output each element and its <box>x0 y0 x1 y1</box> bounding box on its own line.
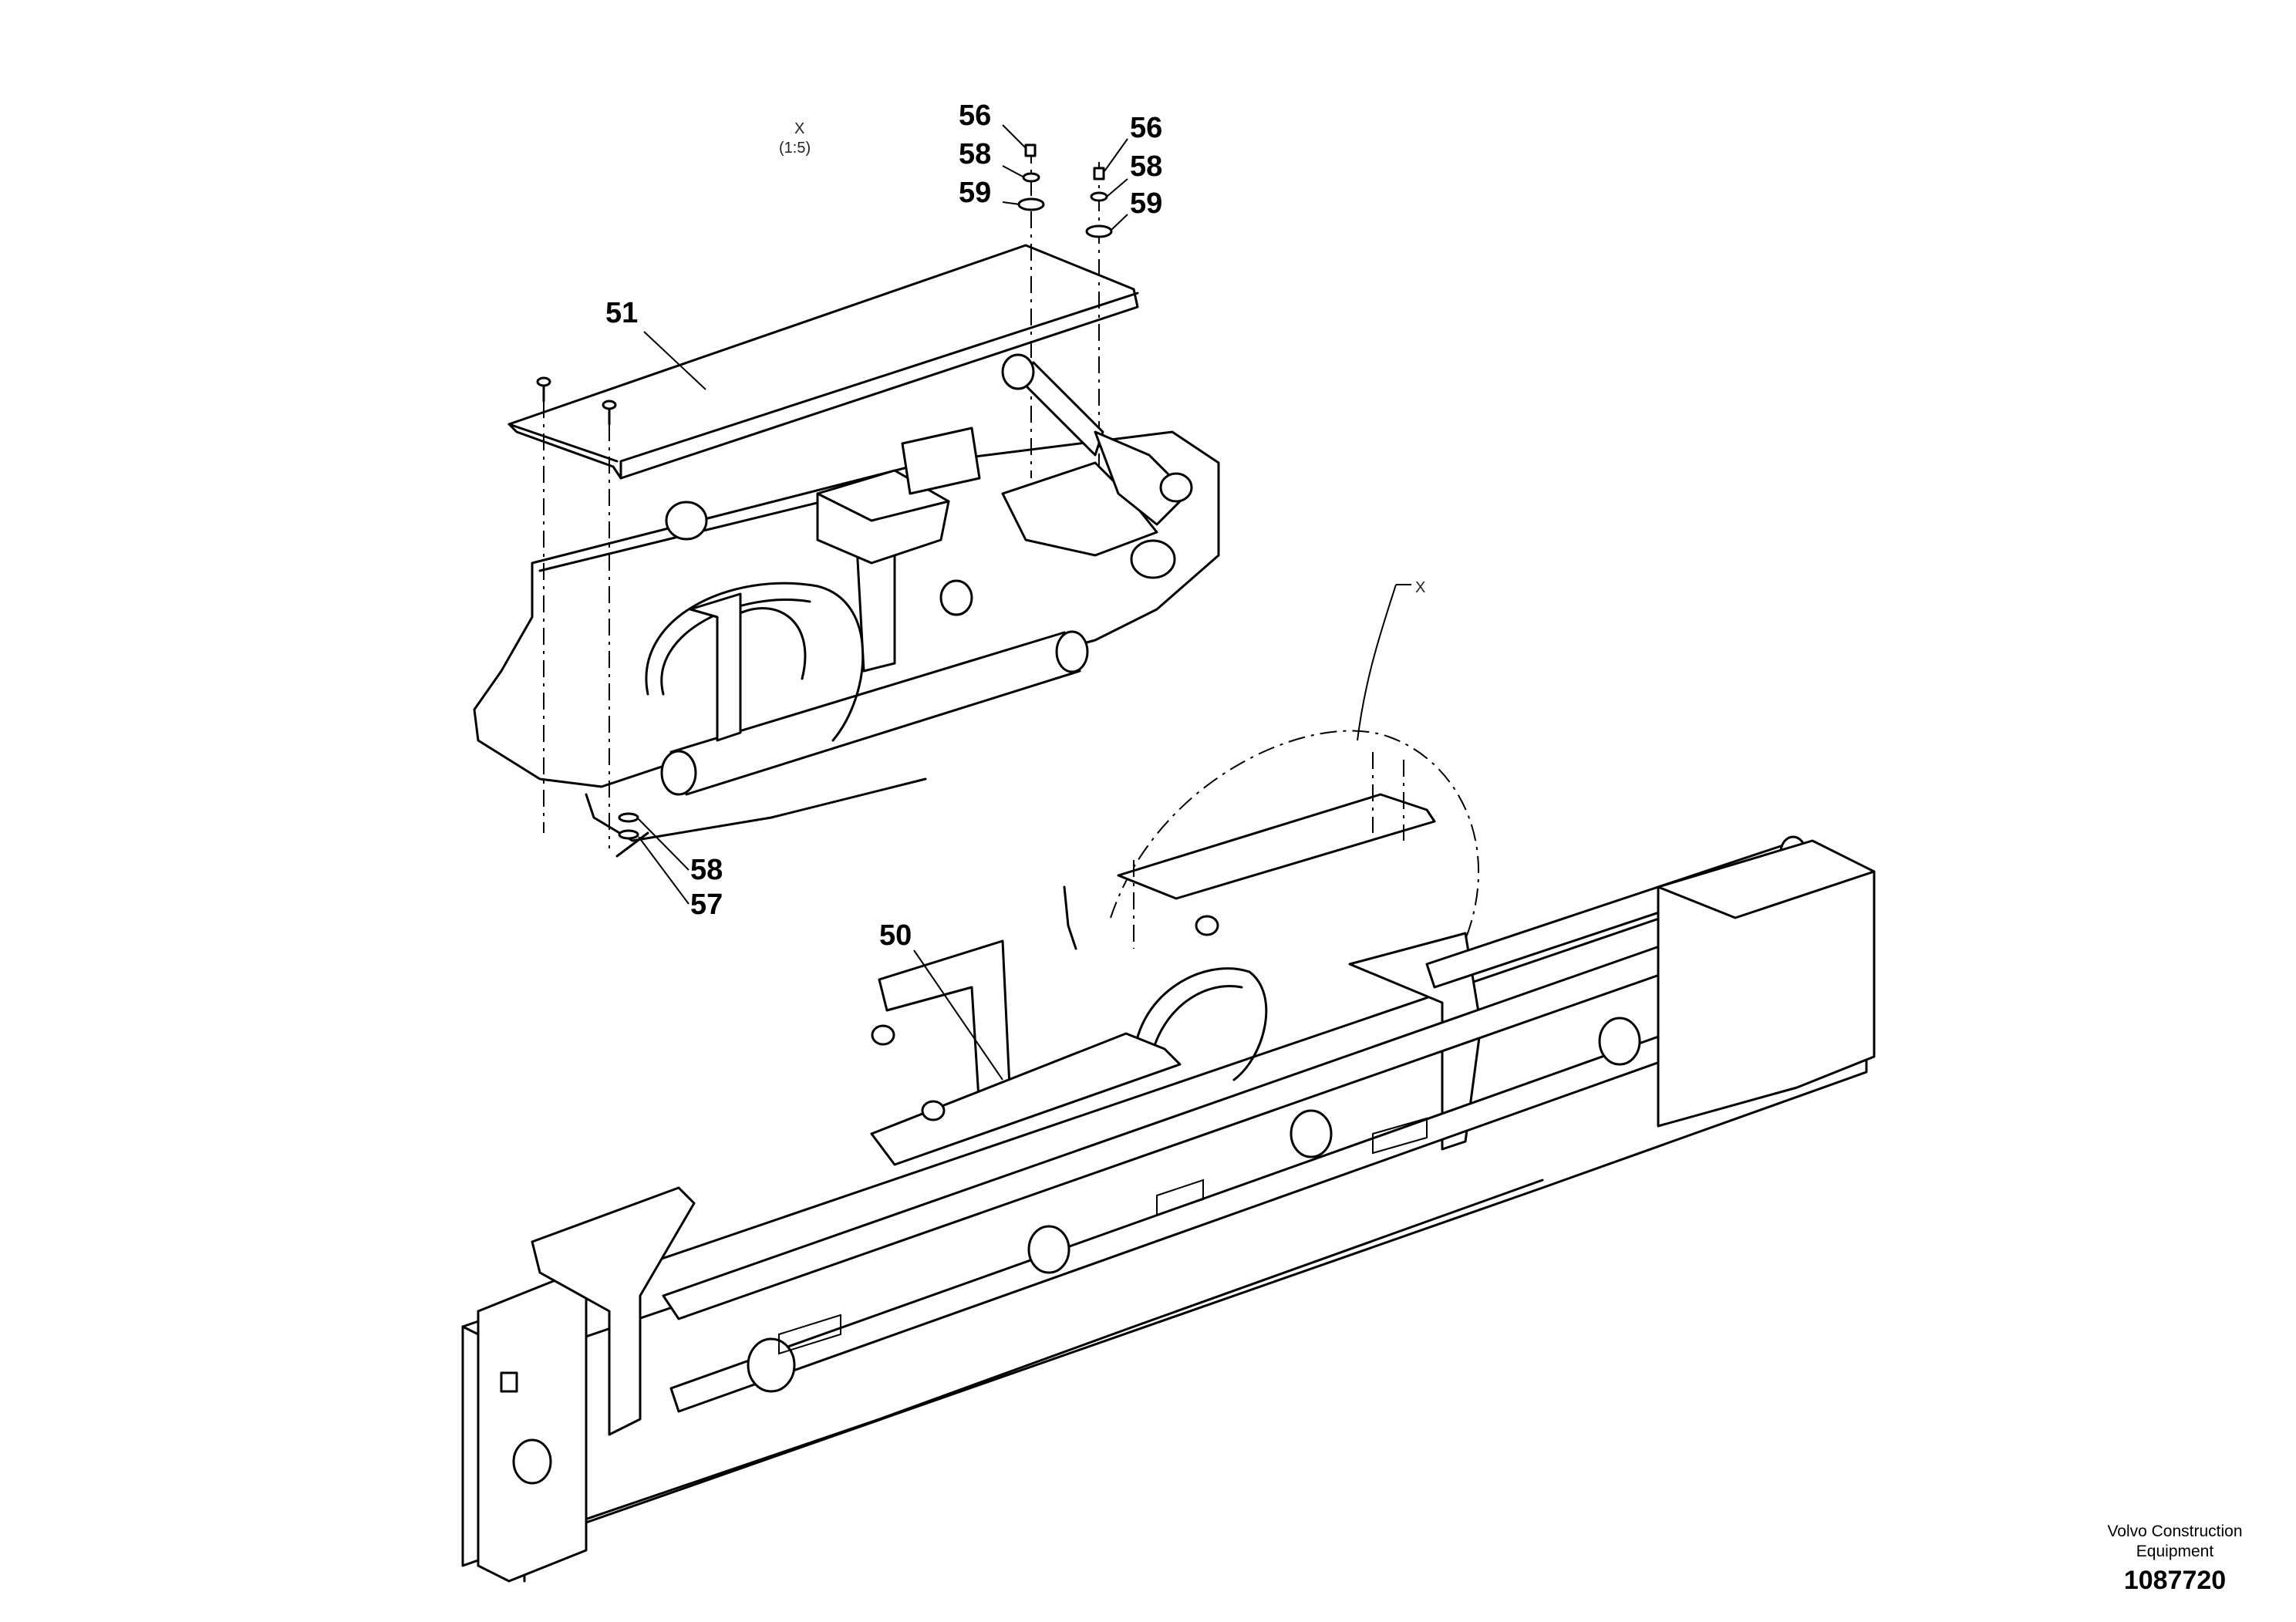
brand-line-1: Volvo Construction <box>2107 1523 2243 1540</box>
frame-body-detail <box>473 353 1220 858</box>
cover-plate-51 <box>507 244 1139 480</box>
callout-56-left: 56 <box>959 99 991 132</box>
callout-56-right: 56 <box>1130 112 1162 144</box>
callout-59-right: 59 <box>1130 187 1162 220</box>
cover-plate-small <box>1117 793 1436 900</box>
cover-plate-50 <box>870 1032 1182 1166</box>
main-beam <box>461 835 1876 1583</box>
callout-58-left: 58 <box>959 138 991 170</box>
fastener-stack-right <box>1085 167 1113 238</box>
detail-view-x: X (1:5) <box>473 120 1220 858</box>
document-number: 1087720 <box>2123 1566 2227 1595</box>
callout-58-bottom: 58 <box>690 854 723 886</box>
brand-line-2: Equipment <box>2136 1543 2214 1560</box>
detail-ref-label: X <box>1415 579 1425 596</box>
detail-circle <box>1110 730 1480 973</box>
callout-57: 57 <box>690 889 723 921</box>
callout-58-right: 58 <box>1130 150 1162 183</box>
detail-scale: (1:5) <box>779 140 811 157</box>
callout-50: 50 <box>879 919 912 952</box>
detail-label: X <box>794 120 804 137</box>
plate-screw-left <box>536 376 551 403</box>
callout-59-left: 59 <box>959 177 991 209</box>
fastener-stack-left <box>1017 143 1045 211</box>
plate-screw-mid <box>602 400 617 426</box>
callout-51: 51 <box>605 297 638 329</box>
main-assembly: X <box>461 579 1876 1583</box>
callouts: 56 58 59 56 58 59 51 58 57 50 <box>605 99 1162 1081</box>
